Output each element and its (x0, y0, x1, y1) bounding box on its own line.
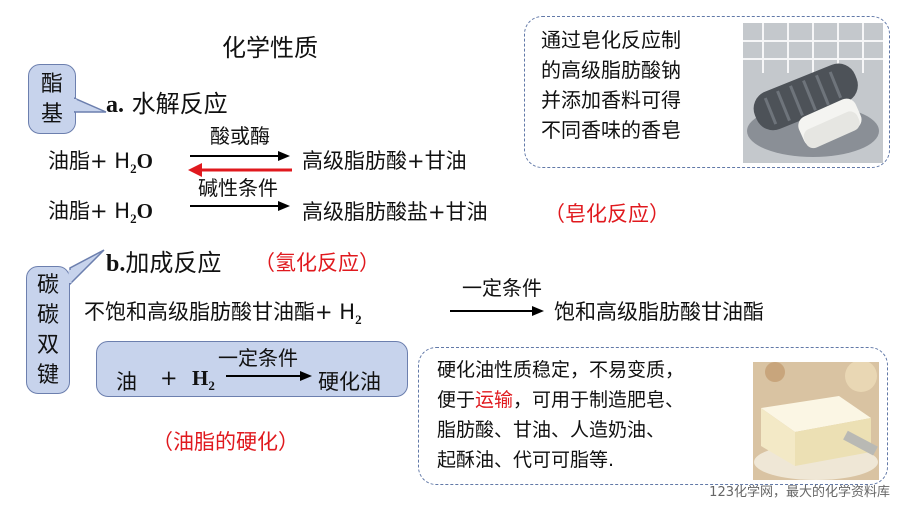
saponification-note: （皂化反应） (544, 202, 670, 226)
carbon-double-bond-callout: 碳 碳 双 键 (26, 266, 70, 394)
acid-enzyme-condition: 酸或酶 (210, 124, 270, 148)
reactant-text: 不饱和高级脂肪酸甘油酯+ H (84, 300, 356, 324)
carbon-label-char: 碳 (36, 303, 59, 328)
hydrogen-subscript: 2 (355, 312, 362, 328)
section-a-marker: a. (106, 92, 124, 118)
soap-note-box: 通过皂化反应制 的高级脂肪酸钠 并添加香料可得 不同香味的香皂 (524, 16, 890, 168)
hardening-plus: + (160, 366, 178, 390)
hydrolysis-products-1: 高级脂肪酸+甘油 (302, 149, 467, 173)
hydrogen-symbol: H (192, 366, 209, 390)
section-b-marker: b. (106, 251, 126, 277)
ester-label: 酯基 (40, 72, 63, 127)
carbon-label-char: 双 (36, 333, 59, 358)
hardening-hydrogen: H2 (192, 366, 215, 394)
water-subscript: 2 (130, 161, 137, 177)
reactant-text: 油脂+ H (48, 149, 131, 173)
oil-note-line: 便于运输，可用于制造肥皂、 (437, 385, 757, 415)
water-subscript: 2 (130, 211, 137, 227)
section-a-heading: a. 水解反应 (106, 84, 228, 119)
hydrogen-subscript: 2 (208, 378, 215, 394)
addition-products: 饱和高级脂肪酸甘油酯 (554, 300, 764, 324)
hardening-arrow (226, 371, 312, 381)
hardening-oil: 油 (116, 370, 137, 394)
oil-note-line: 脂肪酸、甘油、人造奶油、 (437, 419, 666, 441)
hardening-equation-box (96, 341, 408, 397)
butter-photo (753, 362, 879, 480)
section-b-title: 加成反应 (125, 249, 222, 277)
hardened-oil-note-text: 硬化油性质稳定，不易变质， 便于运输，可用于制造肥皂、 脂肪酸、甘油、人造奶油、… (437, 355, 757, 475)
hydrolysis-reactants-1: 油脂+ H2O (48, 145, 153, 177)
hydrogenation-note: （氢化反应） (254, 251, 380, 275)
section-b-heading: b.加成反应 (106, 243, 221, 278)
water-tail: O (136, 199, 153, 223)
hardening-condition: 一定条件 (218, 346, 298, 370)
carbon-callout-tail (68, 249, 105, 286)
alkaline-condition: 碱性条件 (198, 176, 278, 200)
oil-note-segment: ，可用于制造肥皂、 (513, 389, 685, 411)
ester-group-callout: 酯基 (28, 64, 76, 134)
slide-title: 化学性质 (222, 34, 318, 62)
hydrolysis-products-2: 高级脂肪酸盐+甘油 (302, 200, 488, 224)
reactant-text: 油脂+ H (48, 199, 131, 223)
reversible-arrow (188, 151, 292, 177)
oil-note-line: 硬化油性质稳定，不易变质， (437, 359, 685, 381)
hardening-caption: （油脂的硬化） (152, 430, 299, 454)
hardened-oil-note-box: 硬化油性质稳定，不易变质， 便于运输，可用于制造肥皂、 脂肪酸、甘油、人造奶油、… (418, 347, 888, 485)
carbon-label-char: 键 (36, 363, 59, 388)
addition-arrow (450, 306, 544, 316)
carbon-label-char: 碳 (36, 273, 59, 298)
soap-note-line: 通过皂化反应制 (541, 28, 681, 52)
oil-note-segment: 便于 (437, 389, 476, 411)
oil-note-highlight: 运输 (475, 389, 514, 411)
forward-arrow (190, 201, 290, 211)
water-tail: O (136, 149, 153, 173)
hydrolysis-reactants-2: 油脂+ H2O (48, 195, 153, 227)
addition-condition: 一定条件 (462, 276, 542, 300)
ester-callout-tail (74, 97, 107, 113)
hardening-product: 硬化油 (318, 370, 381, 394)
oil-note-line: 起酥油、代可可脂等. (437, 449, 615, 471)
soap-note-line: 不同香味的香皂 (541, 118, 681, 142)
soap-photo (743, 23, 883, 163)
addition-reactants: 不饱和高级脂肪酸甘油酯+ H2 (84, 296, 362, 328)
soap-note-line: 的高级脂肪酸钠 (541, 58, 681, 82)
soap-note-text: 通过皂化反应制 的高级脂肪酸钠 并添加香料可得 不同香味的香皂 (541, 25, 741, 145)
soap-note-line: 并添加香料可得 (541, 88, 681, 112)
watermark: 123化学网，最大的化学资料库 (709, 485, 890, 500)
section-a-title: 水解反应 (131, 90, 228, 118)
